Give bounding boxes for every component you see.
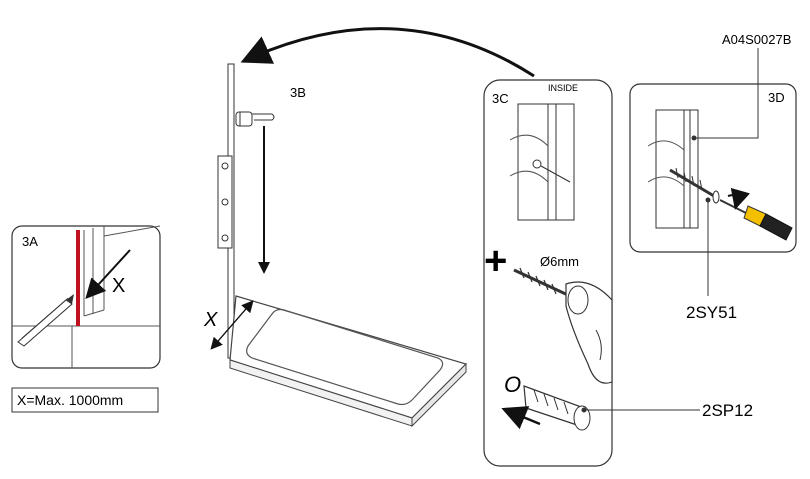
wall-corner bbox=[103, 225, 161, 237]
leader-dot bbox=[691, 135, 697, 141]
plug-code-label: 2SP12 bbox=[702, 401, 753, 420]
note-box bbox=[11, 387, 159, 413]
bracket-hole bbox=[221, 162, 229, 170]
insert-arrow bbox=[501, 406, 541, 430]
part-code-plug: 2SP12 bbox=[581, 401, 753, 420]
note-text: X=Max. 1000mm bbox=[17, 392, 123, 408]
panel-3d: 3D bbox=[629, 83, 797, 253]
panel-3a-label: 3A bbox=[22, 234, 38, 249]
panel-3a-x-marker: X bbox=[112, 275, 125, 297]
shower-tray bbox=[229, 295, 468, 428]
leader-dot bbox=[581, 407, 587, 413]
glass-bottom bbox=[83, 309, 105, 317]
profile-code-label: A04S0027B bbox=[722, 32, 791, 47]
profile-detail bbox=[509, 103, 575, 221]
wall-profile-red bbox=[76, 230, 80, 326]
part-code-screw: 2SY51 bbox=[686, 197, 737, 322]
panel-3d-label: 3D bbox=[768, 90, 785, 105]
wall-bracket bbox=[217, 155, 233, 249]
screw-code-label: 2SY51 bbox=[686, 303, 737, 322]
measure-arrow bbox=[85, 249, 131, 299]
panel-3b-label: 3B bbox=[290, 85, 306, 100]
panel-3b: 3B X bbox=[203, 63, 468, 428]
inside-label: INSIDE bbox=[548, 83, 578, 93]
profile-detail bbox=[647, 109, 699, 229]
pencil-icon bbox=[17, 294, 74, 347]
panel-3a: 3A X bbox=[11, 225, 161, 369]
panel-3c-label: 3C bbox=[492, 91, 509, 106]
screwdriver-icon bbox=[719, 199, 793, 241]
part-code-profile: A04S0027B bbox=[691, 32, 791, 141]
screw-icon bbox=[669, 167, 720, 204]
dimension-arrow bbox=[211, 300, 254, 349]
drill-size-label: Ø6mm bbox=[540, 254, 579, 269]
pointing-hand-icon bbox=[235, 111, 275, 127]
plumb-bob bbox=[258, 262, 270, 274]
leader-dot bbox=[705, 197, 711, 203]
sequence-arrow bbox=[240, 27, 535, 78]
drill-bit-icon bbox=[513, 267, 571, 298]
panel-3b-x-marker: X bbox=[203, 309, 218, 331]
drill-icon bbox=[565, 281, 613, 384]
plus-icon: + bbox=[484, 239, 507, 283]
panel-3c: 3C INSIDE + Ø6mm O bbox=[483, 79, 613, 467]
panel-3c-frame bbox=[483, 79, 613, 467]
no-symbol-marker: O bbox=[504, 372, 521, 397]
rotate-arrow-icon bbox=[727, 187, 751, 210]
leader-line bbox=[694, 48, 759, 139]
max-width-note: X=Max. 1000mm bbox=[11, 387, 159, 413]
bracket-hole bbox=[221, 198, 229, 206]
bracket-hole bbox=[221, 234, 229, 242]
